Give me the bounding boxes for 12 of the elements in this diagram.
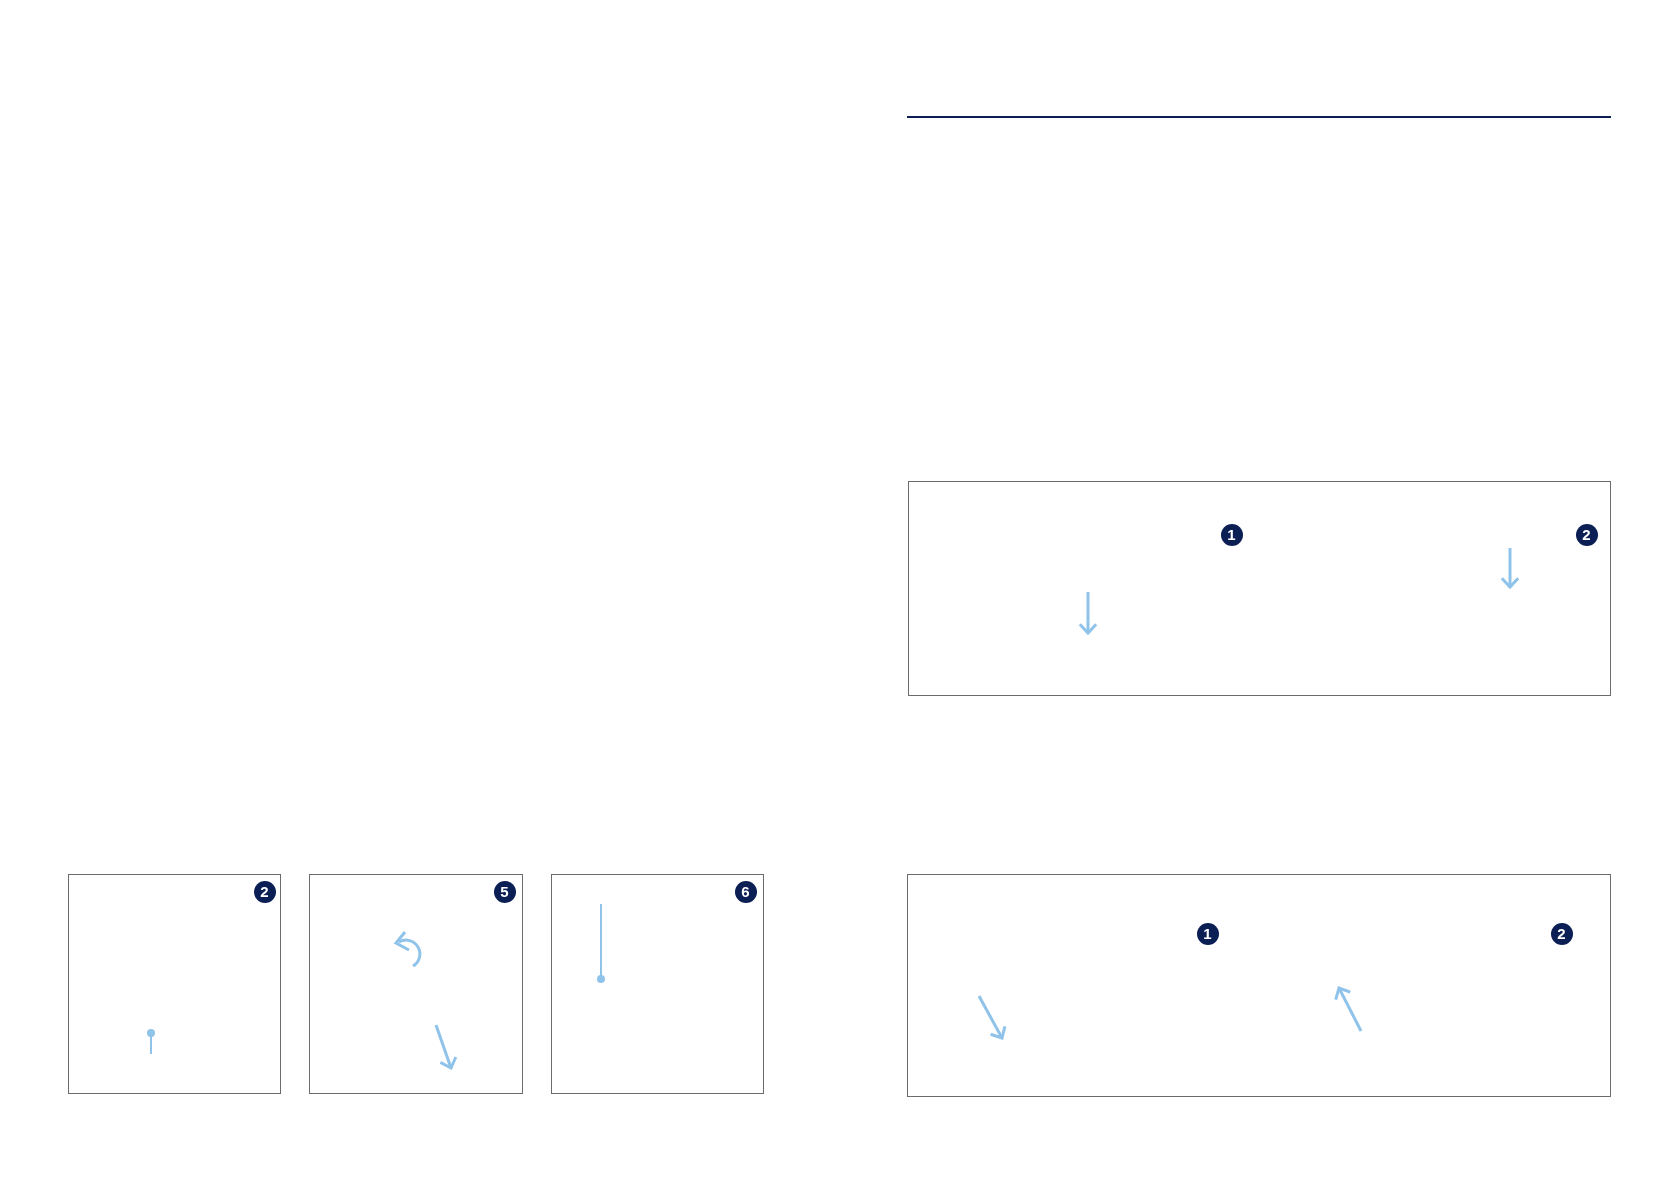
callout-number: 6 <box>734 880 757 903</box>
callout-number: 5 <box>493 880 516 903</box>
callout-number: 2 <box>1575 523 1598 546</box>
callout-number: 2 <box>1550 922 1573 945</box>
panel-frame <box>309 874 523 1094</box>
panel-frame <box>907 874 1611 1097</box>
panel-frame <box>68 874 281 1094</box>
panel-frame <box>908 481 1611 696</box>
callout-number: 1 <box>1196 922 1219 945</box>
panel-frame <box>551 874 764 1094</box>
callout-number: 2 <box>253 880 276 903</box>
callout-number: 1 <box>1220 523 1243 546</box>
